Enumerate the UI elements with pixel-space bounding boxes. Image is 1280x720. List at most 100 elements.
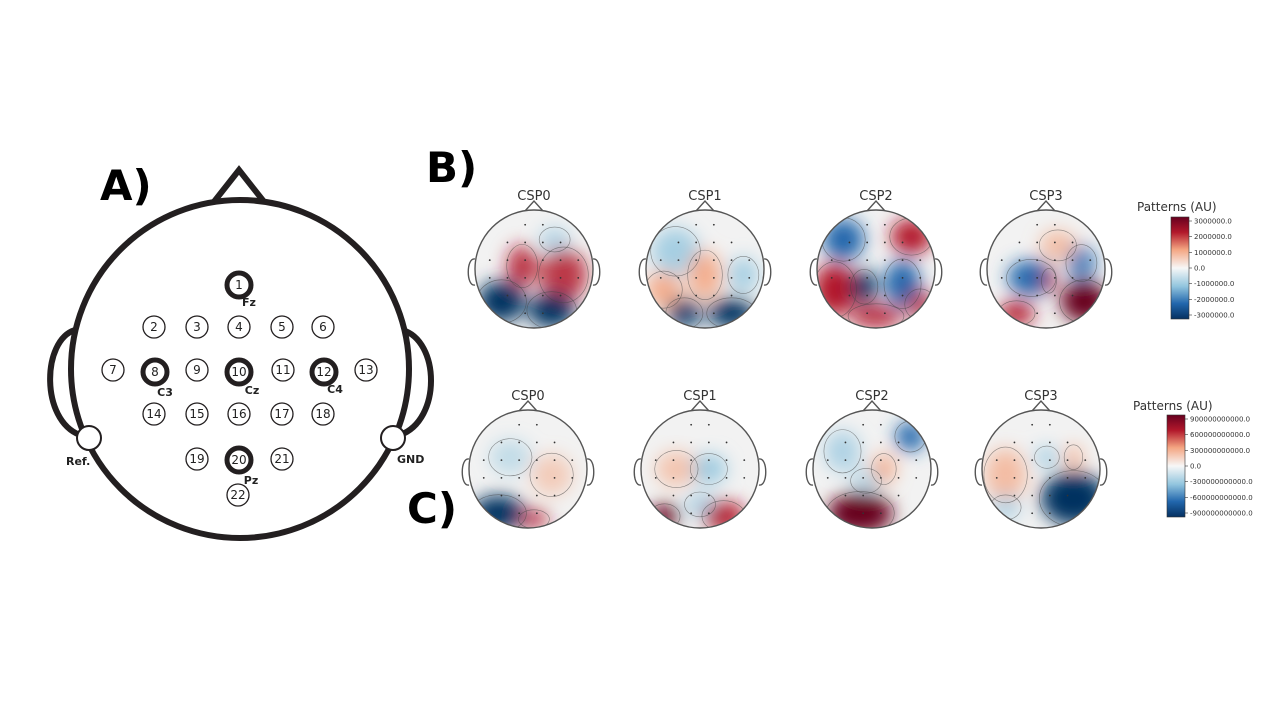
c-topomap-2: CSP2 xyxy=(805,389,939,529)
right-ear xyxy=(586,458,595,486)
electrode-number: 3 xyxy=(193,320,201,334)
electrode-number: 4 xyxy=(235,320,243,334)
left-ear xyxy=(809,258,818,286)
topomaps-panel-c: CSP0 CSP1 CSP2 CSP3 xyxy=(461,389,1108,529)
electrode-number: 19 xyxy=(189,452,204,466)
topomap-title: CSP1 xyxy=(688,189,721,204)
electrode-5: 5 xyxy=(270,315,294,339)
electrode-number: 2 xyxy=(150,320,158,334)
electrode-ring xyxy=(226,483,250,507)
electrode-19: 19 xyxy=(185,447,209,471)
electrode-ring xyxy=(101,358,125,382)
electrode-1: 1Fz xyxy=(224,270,256,309)
electrode-ring xyxy=(270,402,294,426)
electrode-2: 2 xyxy=(142,315,166,339)
electrode-number: 15 xyxy=(189,407,204,421)
electrode-number: 16 xyxy=(231,407,246,421)
electrode-ring xyxy=(224,270,254,300)
electrode-ring xyxy=(142,402,166,426)
electrode-label: C3 xyxy=(157,386,173,399)
ref-label: Ref. xyxy=(66,455,90,468)
colorbar-c-tick-label: -300000000000.0 xyxy=(1190,478,1253,486)
electrode-4: 4 xyxy=(227,315,251,339)
left-ear xyxy=(974,458,983,486)
topomap-title: CSP3 xyxy=(1029,189,1062,204)
nose xyxy=(695,199,715,212)
b-topomap-2: CSP2 xyxy=(809,189,943,329)
right-ear xyxy=(1104,258,1113,286)
electrode-15: 15 xyxy=(185,402,209,426)
right-ear xyxy=(592,258,601,286)
electrode-number: 11 xyxy=(275,363,290,377)
electrode-number: 8 xyxy=(151,365,159,379)
gnd-label: GND xyxy=(397,453,424,466)
electrode-number: 9 xyxy=(193,363,201,377)
electrode-8: 8C3 xyxy=(140,357,173,399)
electrode-number: 1 xyxy=(235,278,243,292)
right-ear xyxy=(398,327,434,438)
electrode-ring xyxy=(270,447,294,471)
electrode-7: 7 xyxy=(101,358,125,382)
c-topomap-1: CSP1 xyxy=(633,389,767,529)
colorbar-b-gradient xyxy=(1170,216,1190,320)
nose xyxy=(866,199,886,212)
nose xyxy=(1031,399,1051,412)
electrode-18: 18 xyxy=(311,402,335,426)
electrode-number: 18 xyxy=(315,407,330,421)
electrode-number: 5 xyxy=(278,320,286,334)
b-topomap-1: CSP1 xyxy=(638,189,772,329)
nose xyxy=(1036,199,1056,212)
electrode-13: 13 xyxy=(354,358,378,382)
b-topomap-0: CSP0 xyxy=(467,189,601,329)
topomap-title: CSP2 xyxy=(855,389,888,404)
electrode-label: C4 xyxy=(327,383,343,396)
electrode-number: 17 xyxy=(274,407,289,421)
left-ear xyxy=(633,458,642,486)
electrode-22: 22 xyxy=(226,483,250,507)
topomap-field xyxy=(982,410,1100,528)
colorbar-b-title: Patterns (AU) xyxy=(1137,200,1217,214)
c-topomap-0: CSP0 xyxy=(461,389,595,529)
topomap-outline xyxy=(640,409,760,529)
topomap-field xyxy=(646,210,764,328)
left-ear xyxy=(47,327,82,438)
topomaps-panel-b: CSP0 CSP1 CSP2 CSP3 xyxy=(467,189,1113,329)
electrode-label: Pz xyxy=(244,474,258,487)
left-ear xyxy=(805,458,814,486)
electrode-number: 22 xyxy=(230,488,245,502)
colorbar-b: Patterns (AU) 3000000.02000000.01000000.… xyxy=(1137,200,1234,320)
nose xyxy=(690,399,710,412)
electrode-ring xyxy=(271,358,295,382)
electrode-17: 17 xyxy=(270,402,294,426)
colorbar-c-gradient xyxy=(1166,414,1186,518)
colorbar-c-tick-label: 300000000000.0 xyxy=(1190,447,1250,455)
c-topomap-3: CSP3 xyxy=(974,389,1108,529)
electrode-11: 11 xyxy=(271,358,295,382)
right-ear xyxy=(758,458,767,486)
ref-electrode xyxy=(76,425,102,451)
electrode-ring xyxy=(311,402,335,426)
topomap-title: CSP1 xyxy=(683,389,716,404)
colorbar-b-tick-label: -3000000.0 xyxy=(1194,312,1234,320)
topomap-outline xyxy=(812,409,932,529)
colorbar-b-tick-label: 1000000.0 xyxy=(1194,249,1232,257)
panel-letter-c: C) xyxy=(407,484,457,533)
topomap-outline xyxy=(981,409,1101,529)
electrode-number: 6 xyxy=(319,320,327,334)
topomap-outline xyxy=(816,209,936,329)
colorbar-c-tick-label: -600000000000.0 xyxy=(1190,494,1253,502)
nose xyxy=(210,165,268,205)
nose xyxy=(862,399,882,412)
electrode-label: Fz xyxy=(242,296,256,309)
topomap-outline xyxy=(468,409,588,529)
topomap-outline xyxy=(645,209,765,329)
electrode-number: 21 xyxy=(274,452,289,466)
left-ear xyxy=(461,458,470,486)
left-ear xyxy=(979,258,988,286)
electrode-ring xyxy=(224,445,254,475)
